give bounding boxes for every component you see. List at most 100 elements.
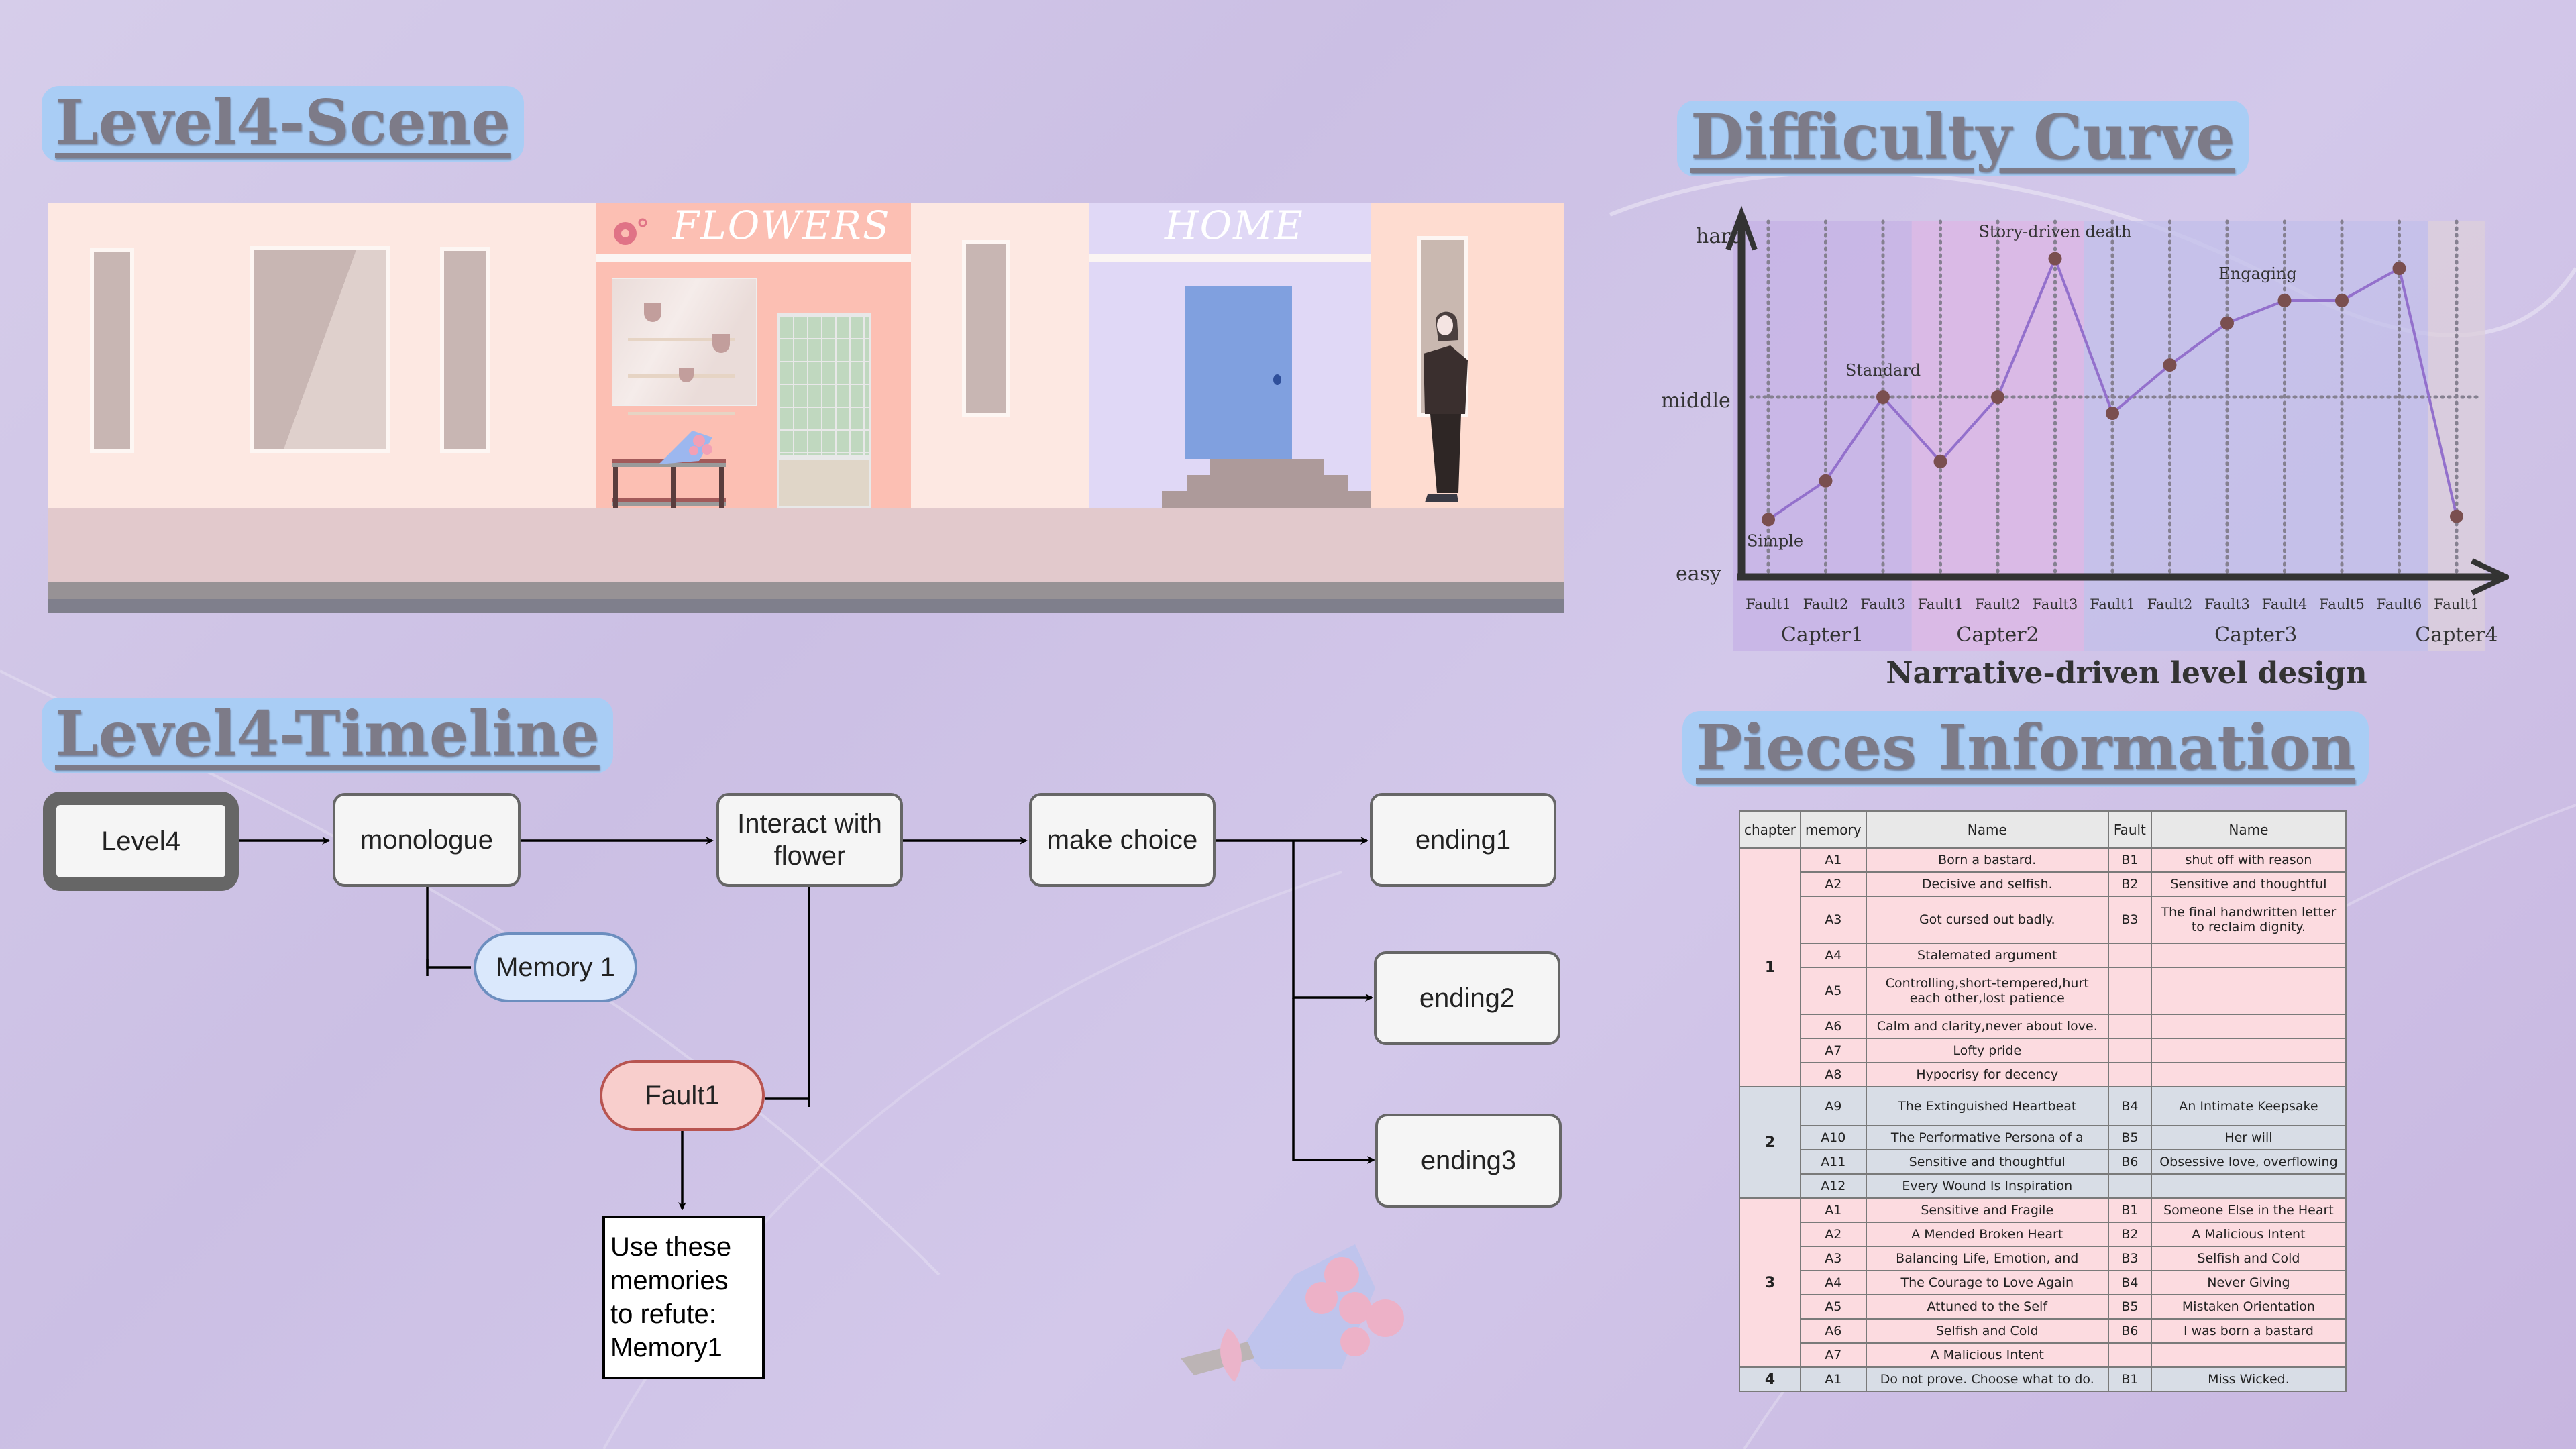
cell-fault-name (2150, 967, 2347, 1015)
right-building-wall (1371, 203, 1564, 508)
node-ending1[interactable]: ending1 (1370, 793, 1556, 887)
window (250, 246, 390, 453)
cell-memory-id: A8 (1800, 1062, 1867, 1087)
bouquet-illustration (1181, 1244, 1404, 1382)
header-chapter: chapter (1739, 810, 1801, 849)
table-shelf (612, 498, 726, 506)
chapter-label: Capter4 (2415, 623, 2498, 647)
cell-memory-name: A Mended Broken Heart (1865, 1222, 2109, 1247)
y-tick-easy: easy (1676, 562, 1721, 586)
chapter-band (2084, 221, 2428, 651)
x-tick-label: Fault3 (1860, 596, 1906, 612)
cell-memory-id: A2 (1800, 871, 1867, 897)
cell-fault-id: B5 (2107, 1294, 2152, 1320)
cell-fault-name: Miss Wicked. (2150, 1366, 2347, 1392)
x-tick-label: Fault5 (2319, 596, 2365, 612)
node-fault1[interactable]: Fault1 (600, 1060, 765, 1131)
x-tick-label: Fault1 (2434, 596, 2479, 612)
window (90, 248, 134, 453)
x-axis-arrow (2471, 558, 2509, 596)
cell-fault-id: B4 (2107, 1086, 2152, 1126)
shop-sign-bar (596, 254, 911, 262)
window (440, 247, 490, 453)
cell-memory-name: The Performative Persona of a (1865, 1125, 2109, 1150)
cell-memory-id: A3 (1800, 896, 1867, 944)
cell-memory-name: Every Wound Is Inspiration (1865, 1173, 2109, 1199)
y-tick-hard: hard (1696, 225, 1743, 248)
cell-memory-name: A Malicious Intent (1865, 1342, 2109, 1368)
shop-door (777, 313, 871, 458)
node-interact-with-flower[interactable]: Interact with flower (716, 793, 903, 887)
cell-memory-name: Do not prove. Choose what to do. (1865, 1366, 2109, 1392)
cell-memory-name: Calm and clarity,never about love. (1865, 1014, 2109, 1039)
node-monologue[interactable]: monologue (333, 793, 521, 887)
cell-fault-id: B6 (2107, 1149, 2152, 1175)
node-memory1[interactable]: Memory 1 (474, 932, 637, 1002)
cell-fault-id: B5 (2107, 1125, 2152, 1150)
x-tick-label: Fault6 (2377, 596, 2422, 612)
x-tick-label: Fault2 (2147, 596, 2193, 612)
cell-fault-name (2150, 1014, 2347, 1039)
shop-display-window (612, 278, 757, 406)
cell-memory-id: A1 (1800, 1197, 1867, 1223)
cell-fault-id (2107, 1342, 2152, 1368)
chapter-band (1733, 221, 1912, 651)
x-tick-label: Fault3 (2033, 596, 2078, 612)
curb (48, 582, 1564, 599)
cell-fault-id: B1 (2107, 1366, 2152, 1392)
x-tick-label: Fault1 (1918, 596, 1964, 612)
cell-fault-id: B1 (2107, 847, 2152, 873)
annotation-label: Standard (1845, 361, 1921, 380)
cell-fault-name (2150, 1173, 2347, 1199)
cell-memory-name: Balancing Life, Emotion, and (1865, 1246, 2109, 1271)
node-ending2[interactable]: ending2 (1374, 951, 1560, 1045)
cell-memory-id: A1 (1800, 847, 1867, 873)
arrow-choice-to-ending2 (1292, 841, 1373, 1002)
cell-fault-id: B6 (2107, 1318, 2152, 1344)
chapter-label: Capter2 (1956, 623, 2039, 647)
flower-icon (614, 218, 647, 245)
cell-chapter: 1 (1739, 847, 1801, 1087)
cell-fault-id: B1 (2107, 1197, 2152, 1223)
cell-memory-name: Stalemated argument (1865, 943, 2109, 968)
node-level4[interactable]: Level4 (43, 792, 239, 891)
cell-memory-id: A5 (1800, 1294, 1867, 1320)
cell-fault-id: B3 (2107, 1246, 2152, 1271)
y-axis-arrow (1725, 205, 1758, 251)
x-tick-label: Fault4 (2262, 596, 2308, 612)
data-point (2220, 316, 2234, 330)
cell-fault-id (2107, 967, 2152, 1015)
data-point (1991, 390, 2004, 404)
node-make-choice[interactable]: make choice (1029, 793, 1216, 887)
line-monologue-to-memory1 (426, 887, 471, 969)
cell-fault-id (2107, 1038, 2152, 1063)
window (962, 240, 1010, 417)
data-point (2277, 294, 2292, 307)
data-point (1819, 474, 1833, 488)
cell-fault-name: Never Giving (2150, 1270, 2347, 1295)
cell-chapter: 2 (1739, 1086, 1801, 1199)
cell-fault-id (2107, 1014, 2152, 1039)
step (1187, 475, 1348, 491)
cell-memory-name: Born a bastard. (1865, 847, 2109, 873)
y-tick-middle: middle (1661, 389, 1731, 413)
cell-memory-id: A7 (1800, 1038, 1867, 1063)
road-edge (48, 599, 1564, 613)
shop-sign: FLOWERS (672, 203, 891, 248)
arrow-choice-to-ending3 (1292, 998, 1375, 1164)
step (1210, 459, 1324, 475)
sidewalk (48, 508, 1564, 582)
node-ending3[interactable]: ending3 (1375, 1114, 1562, 1208)
cell-memory-name: Attuned to the Self (1865, 1294, 2109, 1320)
cell-memory-id: A6 (1800, 1318, 1867, 1344)
